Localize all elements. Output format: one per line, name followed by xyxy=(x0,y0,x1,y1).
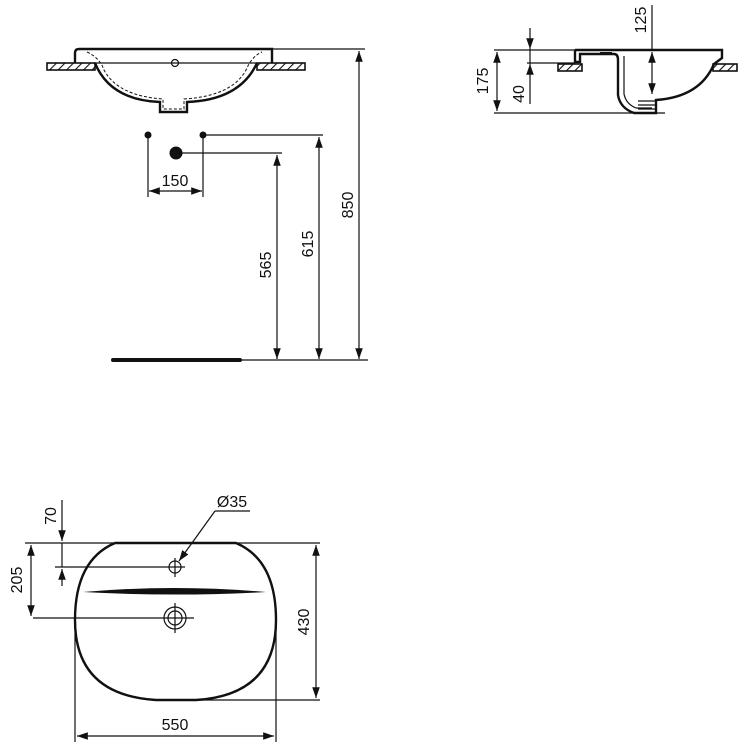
countertop-left xyxy=(46,62,96,71)
dim-tap-spacing: 150 xyxy=(162,173,189,190)
countertop-left xyxy=(557,63,583,72)
overflow-icon xyxy=(170,58,180,68)
plan-view: Ø35 70 205 430 550 xyxy=(9,494,320,742)
dim-waste-offset: 205 xyxy=(9,567,26,594)
dim-rim-height: 850 xyxy=(340,192,357,219)
basin-profile xyxy=(573,48,724,115)
dim-rim-to-counter: 40 xyxy=(511,85,528,103)
overflow-slot xyxy=(83,588,266,595)
dim-waste-height: 565 xyxy=(258,252,275,279)
dim-tap-hole-diameter: Ø35 xyxy=(217,494,247,511)
countertop-right xyxy=(712,63,738,72)
dim-supply-height: 615 xyxy=(300,231,317,258)
dim-total-depth: 175 xyxy=(475,68,492,95)
dim-width: 550 xyxy=(162,717,189,734)
basin-rim xyxy=(73,47,274,63)
front-view: 150 565 615 850 xyxy=(46,47,368,362)
countertop-right xyxy=(256,62,306,71)
basin-bowl xyxy=(93,62,259,114)
dim-depth: 430 xyxy=(296,609,313,636)
dim-bowl-depth: 125 xyxy=(633,7,650,34)
side-view: 175 40 125 xyxy=(475,5,738,115)
dim-tap-hole-offset: 70 xyxy=(43,507,60,525)
